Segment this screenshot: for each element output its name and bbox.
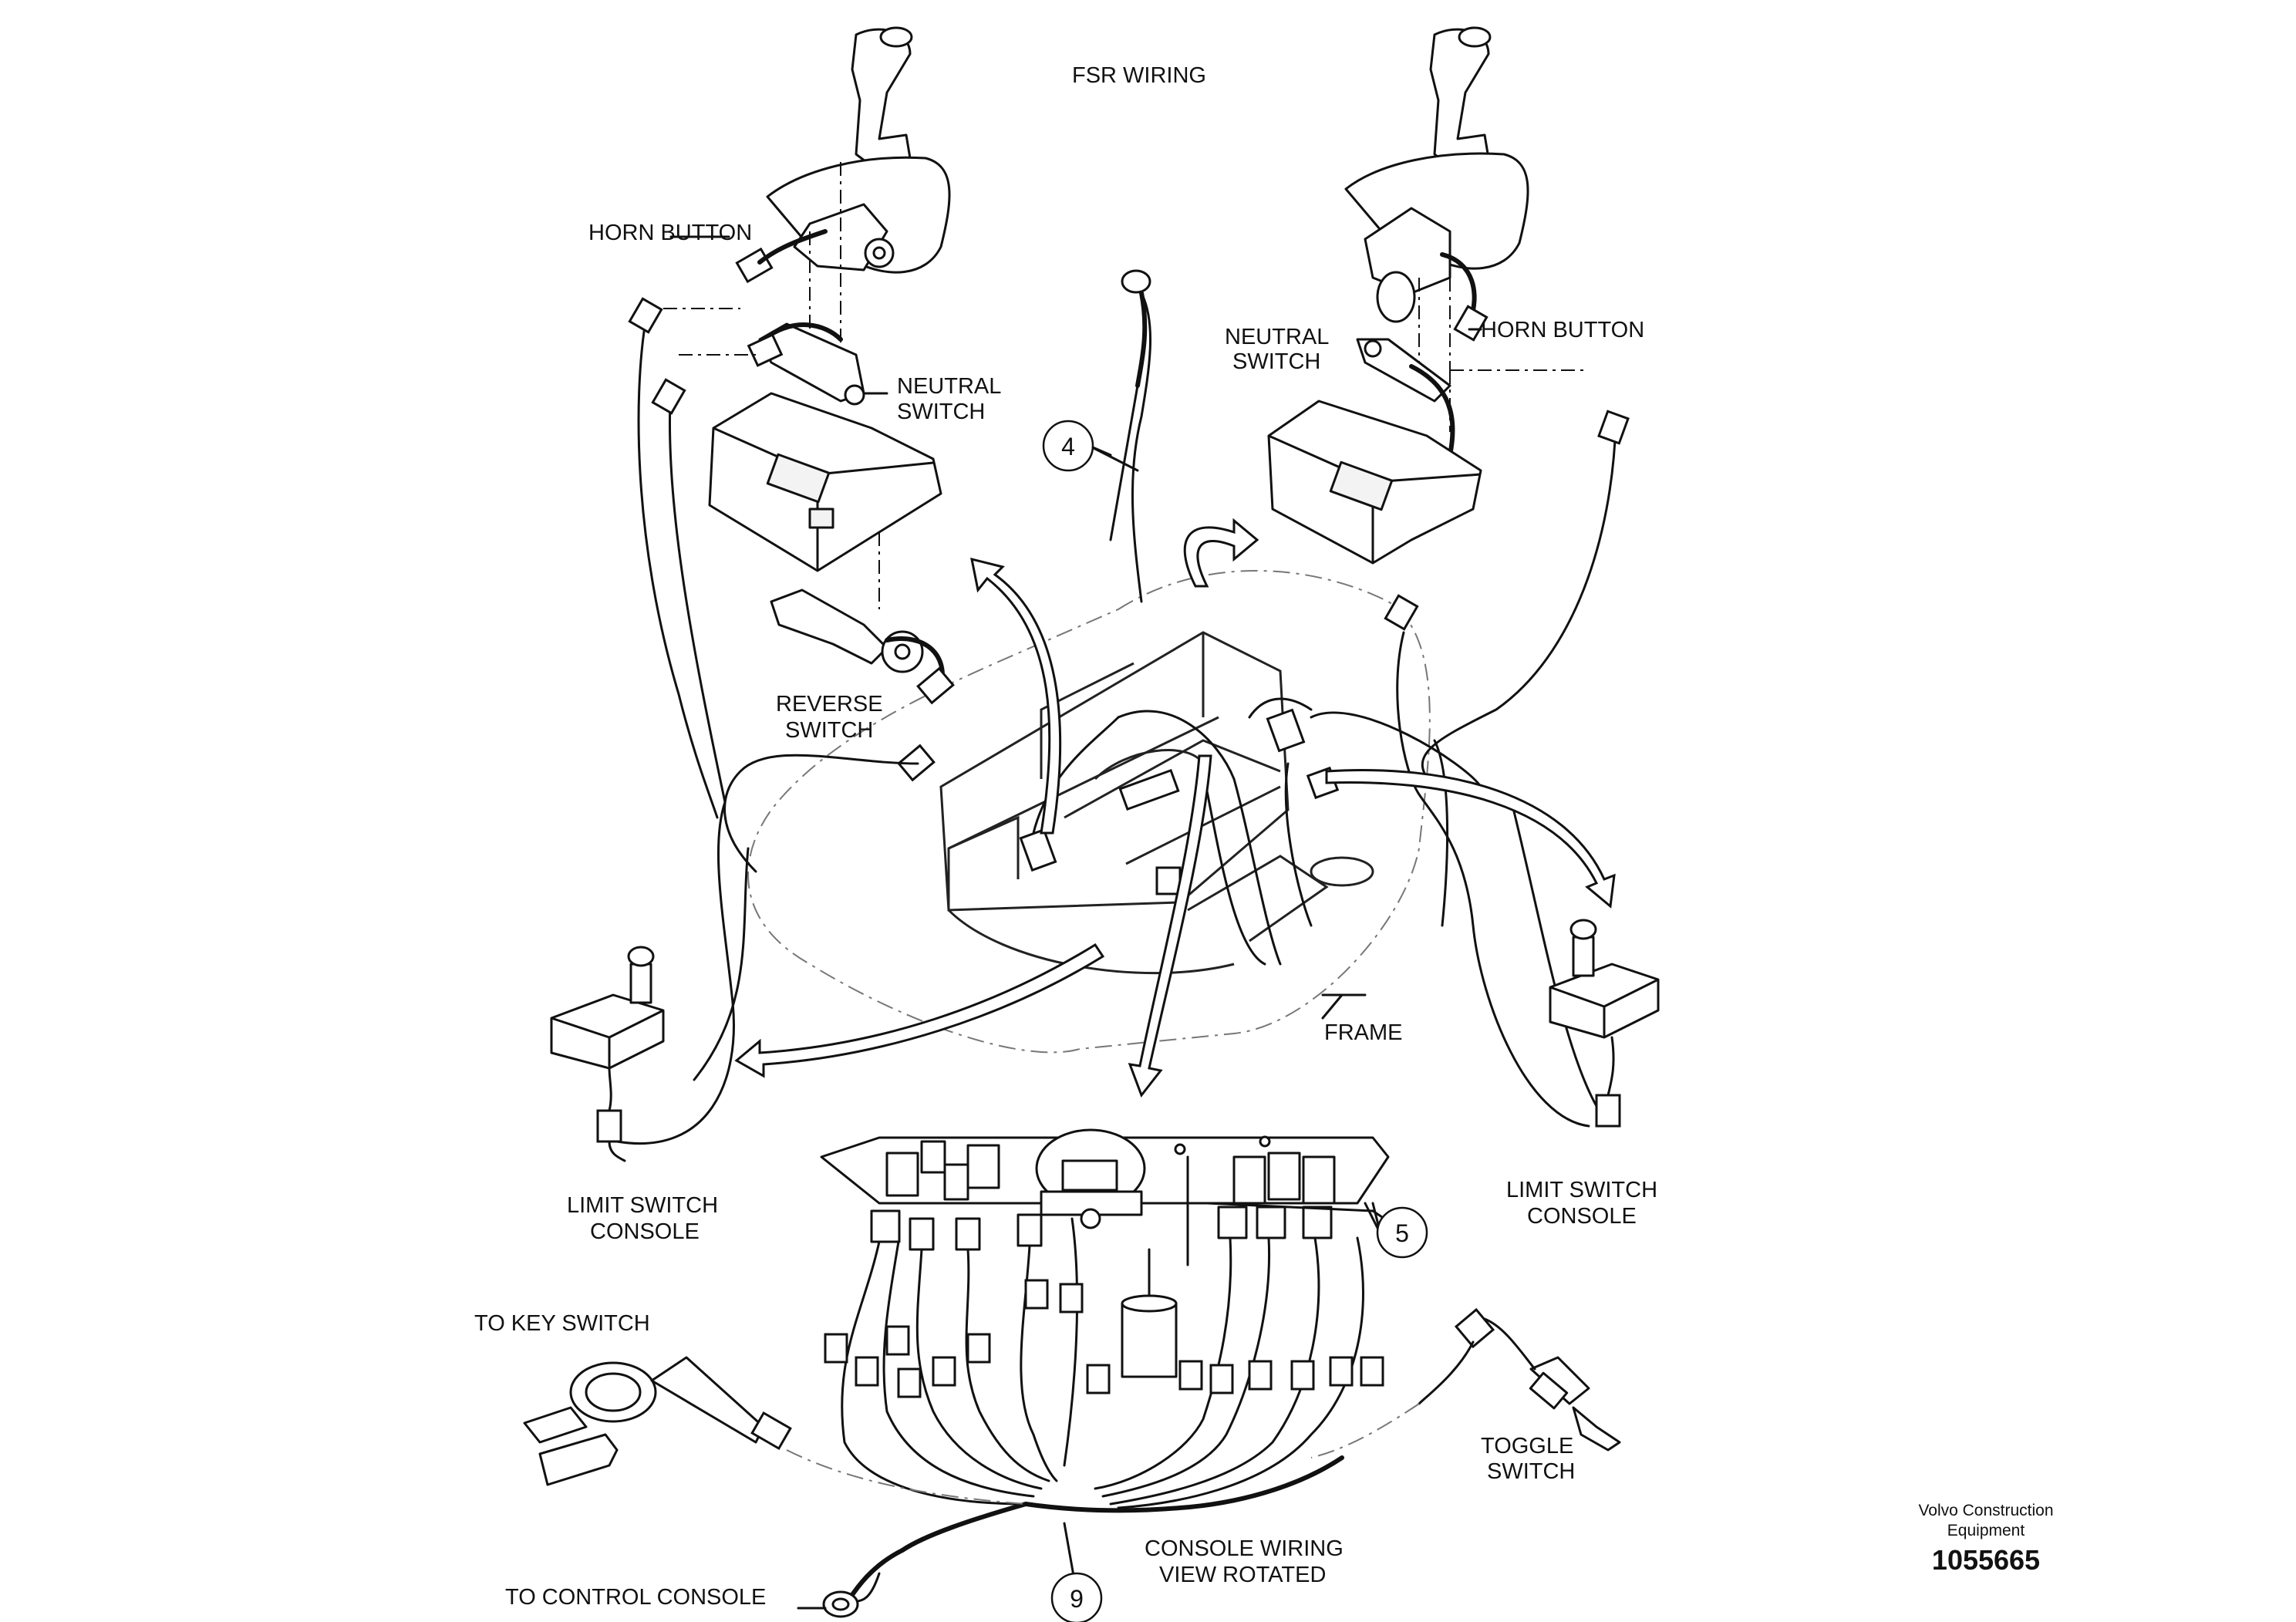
label-neutral-switch-right-2: SWITCH	[1232, 349, 1320, 374]
direction-arrows	[734, 518, 1616, 1098]
toggle-switch	[1310, 1307, 1621, 1458]
label-toggle-switch-1: TOGGLE	[1481, 1434, 1573, 1458]
console-panel	[820, 1128, 1390, 1378]
cable-4	[1092, 269, 1151, 541]
label-neutral-switch-left-2: SWITCH	[897, 400, 985, 424]
diagram-title: FSR WIRING	[1072, 63, 1206, 88]
label-frame: FRAME	[1324, 1020, 1403, 1045]
label-reverse-switch-2: SWITCH	[785, 718, 873, 743]
label-reverse-switch-1: REVERSE	[776, 692, 883, 717]
cable-9	[797, 1522, 1077, 1618]
footer: Volvo Construction Equipment 1055665	[1918, 1502, 2053, 1576]
label-limit-switch-left-2: CONSOLE	[590, 1219, 700, 1244]
callout-9: 9	[1050, 1572, 1103, 1622]
callout-4: 4	[1042, 420, 1112, 472]
company-name-line-1: Volvo Construction	[1918, 1502, 2053, 1519]
label-horn-button-right: HORN BUTTON	[1481, 318, 1644, 342]
label-limit-switch-right-1: LIMIT SWITCH	[1506, 1178, 1657, 1202]
label-to-key-switch: TO KEY SWITCH	[474, 1311, 650, 1336]
figure-number: 1055665	[1932, 1544, 2040, 1576]
label-horn-button-left: HORN BUTTON	[588, 221, 752, 245]
left-joystick-assembly	[708, 26, 955, 782]
harness-wires	[615, 292, 1630, 1145]
callout-4-number: 4	[1061, 433, 1075, 460]
right-limit-switch	[1549, 919, 1660, 1128]
console-wiring	[824, 1217, 1384, 1553]
callout-5-number: 5	[1395, 1219, 1409, 1247]
left-limit-switch	[550, 946, 665, 1162]
leader-lines	[669, 235, 1482, 1220]
label-toggle-switch-2: SWITCH	[1487, 1459, 1575, 1484]
company-name-line-2: Equipment	[1947, 1522, 2025, 1539]
key-switch	[523, 1356, 1027, 1505]
label-console-wiring-1: CONSOLE WIRING	[1145, 1536, 1344, 1561]
label-limit-switch-left-1: LIMIT SWITCH	[567, 1193, 718, 1218]
label-neutral-switch-right-1: NEUTRAL	[1225, 325, 1329, 349]
label-console-wiring-2: VIEW ROTATED	[1159, 1563, 1326, 1587]
callout-9-number: 9	[1070, 1585, 1084, 1613]
callout-5: 5	[1376, 1206, 1428, 1259]
label-neutral-switch-left-1: NEUTRAL	[897, 374, 1001, 399]
labels: HORN BUTTON HORN BUTTON NEUTRAL SWITCH N…	[474, 221, 1657, 1610]
label-to-control-console: TO CONTROL CONSOLE	[505, 1585, 766, 1610]
label-limit-switch-right-2: CONSOLE	[1527, 1204, 1637, 1229]
right-joystick-assembly	[1267, 26, 1529, 631]
